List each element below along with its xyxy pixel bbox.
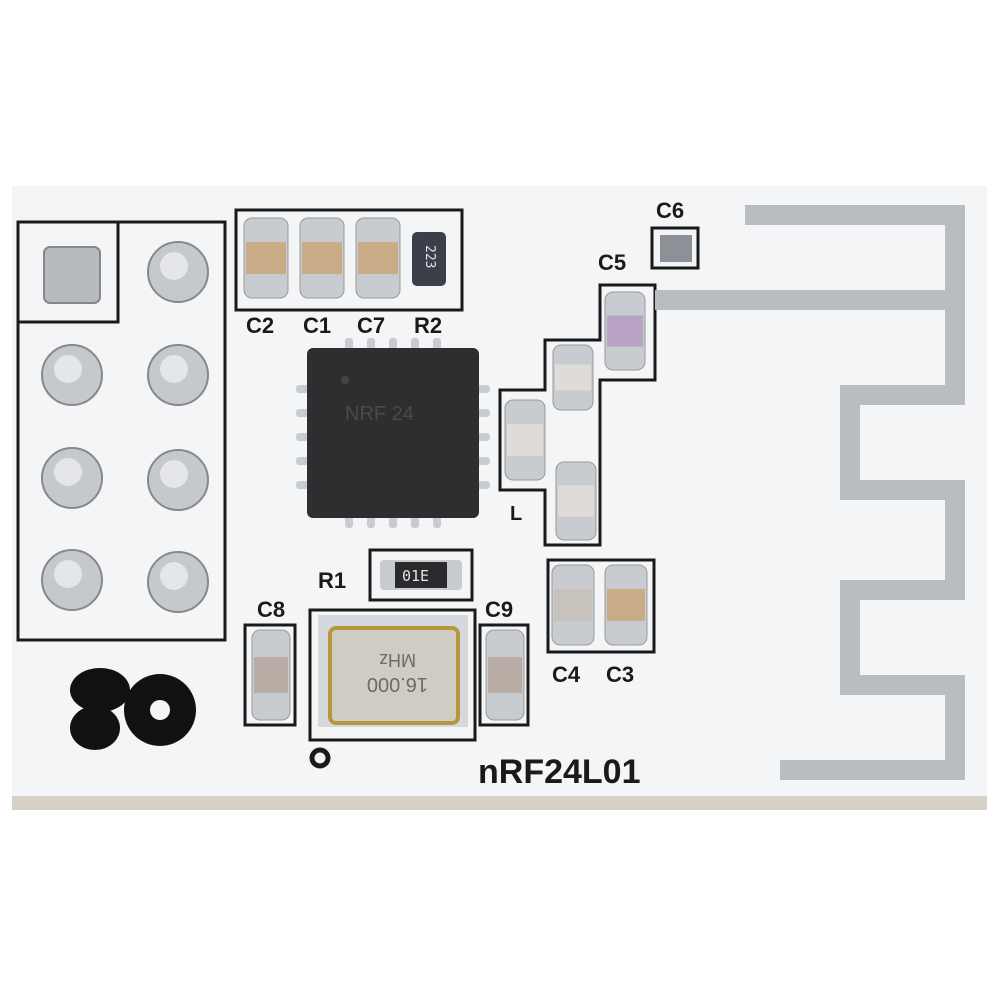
smd-capacitor — [552, 344, 594, 411]
r1-marking: 01E — [402, 567, 429, 585]
label-r1: R1 — [318, 568, 346, 593]
label-c3: C3 — [606, 662, 634, 687]
header-pin — [41, 549, 103, 611]
label-c9: C9 — [485, 597, 513, 622]
smd-capacitor — [355, 217, 401, 299]
crystal-unit: MHz — [379, 650, 416, 670]
header-pin — [147, 551, 209, 613]
r2-marking: 223 — [422, 245, 437, 268]
smd-capacitor — [485, 629, 525, 721]
label-r2: R2 — [414, 313, 442, 338]
smd-capacitor — [299, 217, 345, 299]
manufacturer-logo — [70, 668, 196, 750]
header-pin — [147, 241, 209, 303]
crystal-frequency: 16.000 — [367, 673, 428, 695]
label-c5: C5 — [598, 250, 626, 275]
header-pin — [43, 246, 101, 304]
label-l: L — [510, 503, 522, 525]
smd-capacitor — [251, 629, 291, 721]
smd-capacitor — [555, 461, 597, 541]
r2-body — [412, 232, 446, 286]
r1-body — [395, 562, 447, 588]
rf-passives — [498, 226, 700, 654]
label-c7: C7 — [357, 313, 385, 338]
label-c6: C6 — [656, 198, 684, 223]
label-c4: C4 — [552, 662, 581, 687]
chip-marking: NRF 24 — [345, 403, 414, 425]
label-c1: C1 — [303, 313, 331, 338]
antenna-trace — [700, 205, 965, 780]
top-passives: 223 — [234, 208, 464, 312]
pin-header — [16, 220, 227, 642]
crystal: 16.000 MHz — [308, 608, 477, 769]
header-pin — [41, 344, 103, 406]
header-pin — [147, 449, 209, 511]
smd-capacitor — [604, 564, 648, 646]
label-c2: C2 — [246, 313, 274, 338]
smd-capacitor — [504, 399, 546, 481]
nrf-chip: NRF 24 — [296, 338, 490, 528]
smd-capacitor — [551, 564, 595, 646]
header-pin — [41, 447, 103, 509]
header-pin — [147, 344, 209, 406]
smd-capacitor — [243, 217, 289, 299]
board-title: nRF24L01 — [478, 753, 641, 791]
smd-capacitor — [604, 291, 646, 371]
label-c8: C8 — [257, 597, 285, 622]
c6-body — [660, 235, 692, 262]
header-pins — [41, 241, 209, 613]
antenna-feed — [655, 290, 705, 310]
